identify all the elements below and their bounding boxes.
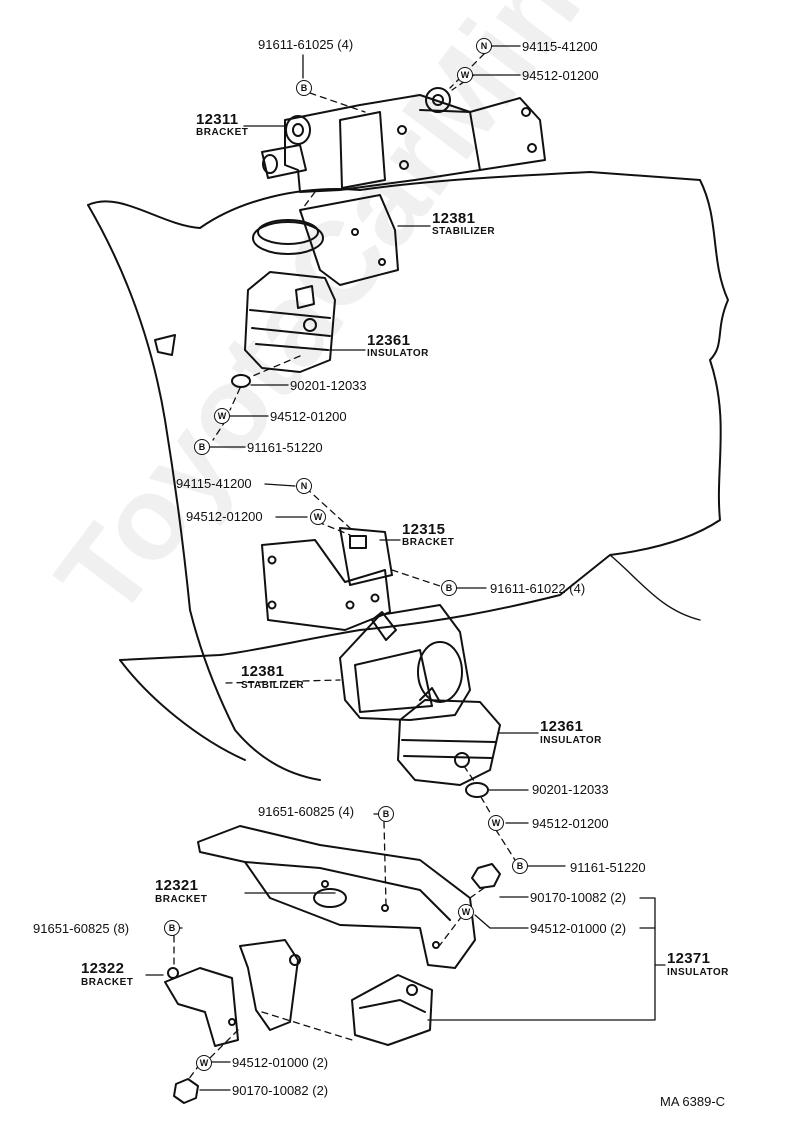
label-90170-10082: 90170-10082 (2) — [530, 890, 627, 905]
label-12361-mid-number: 12361 — [540, 718, 584, 735]
label-12322-number: 12322 — [81, 960, 125, 977]
label-12361-top-name: INSULATOR — [367, 348, 429, 359]
assembly-lines — [173, 45, 516, 1081]
label-12361-mid-name: INSULATOR — [540, 735, 602, 746]
label-12381-top-number: 12381 — [432, 210, 476, 227]
label-12361-top-number: 12361 — [367, 332, 411, 349]
label-94512-01200-b: 94512-01200 — [270, 409, 347, 424]
label-90201-12033-b: 90201-12033 — [532, 782, 609, 797]
engine-outline — [87, 171, 729, 661]
label-12321-number: 12321 — [155, 877, 199, 894]
washer-mid-drawing — [465, 782, 489, 798]
label-12311-number: 12311 — [196, 111, 239, 128]
label-91651-60625: 91651-60825 (4) — [258, 804, 355, 819]
washer-top-drawing — [231, 374, 251, 388]
washer-icon: W — [457, 67, 473, 83]
label-90201-12033: 90201-12033 — [290, 378, 367, 393]
diagram-code: MA 6389-C — [660, 1094, 726, 1109]
bracket-12311-drawing — [261, 87, 546, 193]
washer-icon: W — [458, 904, 474, 920]
stabilizer-12381-mid-drawing — [339, 604, 471, 721]
label-12381-top-name: STABILIZER — [432, 226, 496, 237]
nut-lower-drawing — [173, 1078, 199, 1104]
bracket-12321-drawing — [197, 825, 476, 969]
label-12381-mid-name: STABILIZER — [241, 680, 305, 691]
label-91611-61022: 91611-61022 (4) — [490, 581, 586, 596]
label-91651-60825: 91651-60825 (8) — [33, 921, 130, 936]
label-94512-01000: 94512-01000 (2) — [530, 921, 627, 936]
label-94512-01200-d: 94512-01200 — [532, 816, 609, 831]
insulator-12361-mid-drawing — [397, 687, 501, 786]
bolt-icon: B — [441, 580, 457, 596]
transmission-outline — [87, 204, 321, 781]
label-91611-61025: 91611-61025 (4) — [258, 37, 354, 52]
nut-upper-drawing — [471, 863, 501, 889]
bracket-12322-drawing — [164, 939, 301, 1047]
bolt-icon: B — [194, 439, 210, 455]
washer-icon: W — [196, 1055, 212, 1071]
label-12321-name: BRACKET — [155, 894, 208, 905]
label-94512-01000-b: 94512-01000 (2) — [232, 1055, 329, 1070]
bolt-icon: B — [512, 858, 528, 874]
label-12322-name: BRACKET — [81, 977, 134, 988]
washer-icon: W — [214, 408, 230, 424]
washer-icon: W — [488, 815, 504, 831]
label-12371-name: INSULATOR — [667, 967, 729, 978]
label-12371-number: 12371 — [667, 950, 711, 967]
label-94115-41200: 94115-41200 — [522, 39, 598, 54]
insulator-12361-top-drawing — [244, 271, 336, 373]
bolt-icon: B — [378, 806, 394, 822]
label-94115-41200-b: 94115-41200 — [176, 476, 252, 491]
label-94512-01200: 94512-01200 — [522, 68, 599, 83]
label-12381-mid-number: 12381 — [241, 663, 285, 680]
label-12315-name: BRACKET — [402, 537, 455, 548]
bolt-icon: B — [164, 920, 180, 936]
bracket-12315-drawing — [261, 527, 393, 631]
washer-icon: W — [310, 509, 326, 525]
nut-icon: N — [476, 38, 492, 54]
label-90170-10082-b: 90170-10082 (2) — [232, 1083, 329, 1098]
label-91161-51220-b: 91161-51220 — [570, 860, 646, 875]
bolt-icon: B — [296, 80, 312, 96]
leader-lines — [145, 45, 666, 1091]
label-12315-number: 12315 — [402, 521, 446, 538]
stabilizer-12381-top-drawing — [252, 194, 399, 286]
label-94512-01200-c: 94512-01200 — [186, 509, 263, 524]
label-12311-name: BRACKET — [196, 127, 249, 138]
insulator-12371-drawing — [351, 974, 433, 1046]
label-91161-51220: 91161-51220 — [247, 440, 323, 455]
nut-icon: N — [296, 478, 312, 494]
